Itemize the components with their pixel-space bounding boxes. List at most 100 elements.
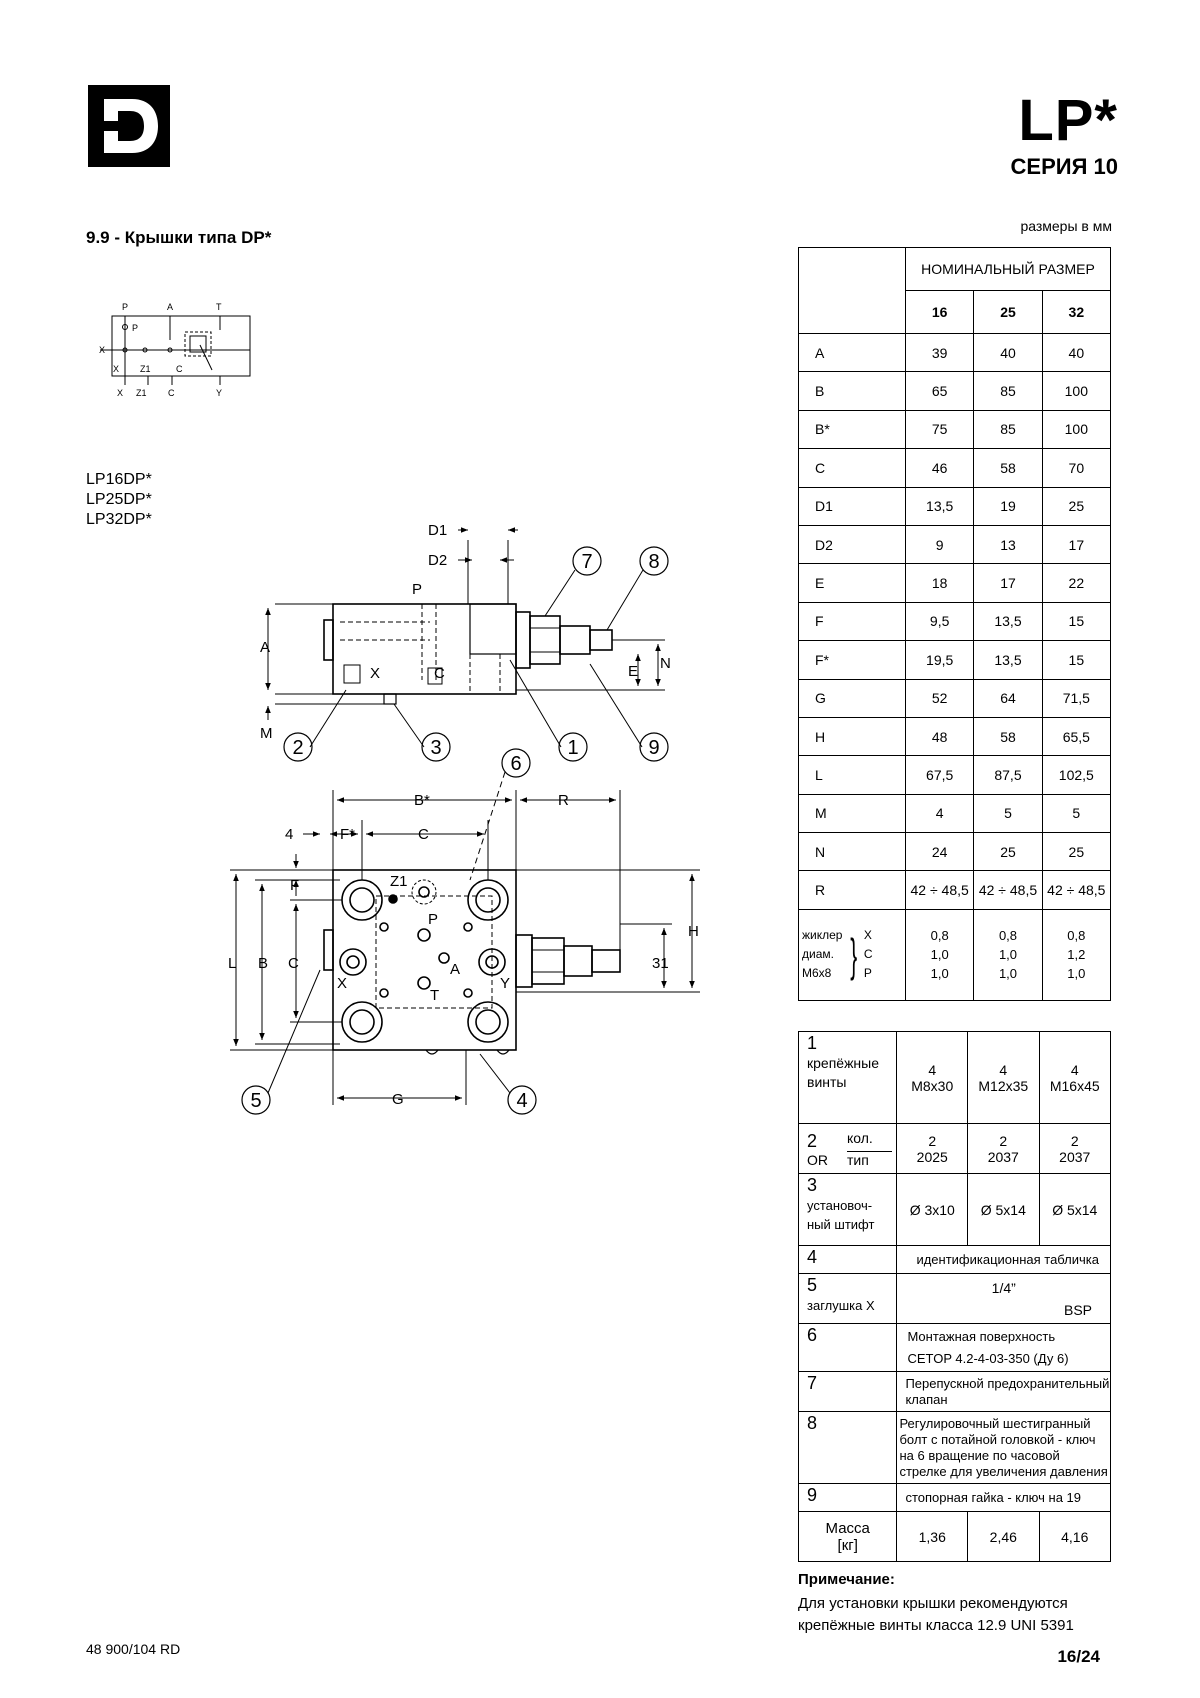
product-series: СЕРИЯ 10	[1010, 154, 1118, 179]
port-label: X	[337, 975, 347, 992]
hydraulic-schematic	[100, 315, 251, 385]
schematic-label: P	[122, 302, 128, 312]
dim-label: F	[290, 877, 299, 894]
dim-label: E	[628, 663, 638, 680]
table-corner	[798, 247, 906, 334]
size-header: 25	[973, 290, 1043, 334]
model-code: LP25DP*	[86, 491, 152, 508]
table-row: 9 стопорная гайка - ключ на 19	[797, 1483, 1111, 1512]
dim-label: G	[392, 1091, 404, 1108]
schematic-label: X	[113, 364, 119, 374]
callout-4: 4	[516, 1090, 527, 1112]
brace-symbol: }	[850, 928, 858, 981]
dim-label: C	[288, 955, 299, 972]
table-row: 8 Регулировочный шестигранный болт с пот…	[797, 1411, 1111, 1484]
table-row: 3 установоч- ный штифт Ø 3x10 Ø 5x14 Ø 5…	[797, 1173, 1112, 1246]
callout-2: 2	[292, 737, 303, 759]
port-label: A	[450, 961, 460, 978]
table-header: НОМИНАЛЬНЫЙ РАЗМЕР	[905, 247, 1111, 291]
orifice-port: C	[863, 947, 873, 962]
dim-label: R	[558, 792, 569, 809]
callout-8: 8	[648, 551, 659, 573]
dim-label: B	[258, 955, 268, 972]
units-note: размеры в мм	[1020, 218, 1112, 234]
dim-label: B*	[414, 792, 430, 809]
dim-label: 31	[652, 955, 669, 972]
model-list: LP16DP* LP25DP* LP32DP*	[86, 470, 152, 530]
model-code: LP32DP*	[86, 511, 152, 528]
port-label: Z1	[390, 873, 408, 890]
dim-label: D1	[428, 522, 447, 539]
dim-label: N	[660, 655, 671, 672]
schematic-label: Z1	[136, 388, 147, 398]
page-number: 16/24	[1057, 1647, 1100, 1666]
orifice-label: жиклер	[802, 928, 843, 943]
size-header: 16	[904, 290, 975, 334]
callout-5: 5	[250, 1090, 261, 1112]
plan-view	[323, 869, 621, 1055]
company-logo: D	[88, 85, 170, 167]
side-view	[323, 603, 613, 705]
dim-label: D2	[428, 552, 447, 569]
table-row: 1 крепёжные винты 4 M8x30 4 M12x35 4 M16…	[797, 1031, 1112, 1124]
schematic-label: C	[168, 388, 175, 398]
technical-drawing: P A T X P X Z1 C X Z1 C Y	[99, 302, 700, 1115]
callout-7: 7	[581, 551, 592, 573]
table-row: 5 заглушка X 1/4” BSP	[797, 1273, 1111, 1324]
dim-label: F*	[340, 826, 355, 843]
product-title: LP*	[1018, 88, 1118, 153]
dim-label: P	[412, 581, 422, 598]
table-row: 7 Перепускной предохранительный клапан	[797, 1371, 1111, 1412]
parts-table: 1 крепёжные винты 4 M8x30 4 M12x35 4 M16…	[797, 1031, 1112, 1562]
dim-label: C	[418, 826, 429, 843]
port-label: Y	[500, 975, 510, 992]
schematic-label: Z1	[140, 364, 151, 374]
schematic-label: Y	[216, 388, 222, 398]
dim-label: M	[260, 725, 273, 742]
orifice-port: X	[863, 928, 872, 943]
port-label: P	[428, 911, 438, 928]
schematic-label: T	[216, 302, 222, 312]
table-row: 6 Монтажная поверхность CETOP 4.2-4-03-3…	[797, 1323, 1111, 1372]
size-header: 32	[1041, 290, 1112, 334]
schematic-label: P	[132, 323, 138, 333]
orifice-label: диам.	[802, 947, 834, 962]
document-number: 48 900/104 RD	[86, 1641, 181, 1657]
dim-label: H	[688, 923, 699, 940]
section-title: 9.9 - Крышки типа DP*	[86, 228, 272, 247]
dim-label: C	[434, 665, 445, 682]
model-code: LP16DP*	[86, 471, 152, 488]
note-title: Примечание:	[798, 1571, 895, 1588]
orifice-label: M6x8	[802, 966, 832, 981]
callout-1: 1	[567, 737, 578, 759]
table-row: 4 идентификационная табличка	[797, 1245, 1111, 1274]
dim-label: L	[228, 955, 236, 972]
dim-label: 4	[285, 826, 293, 843]
callout-9: 9	[648, 737, 659, 759]
dim-label: A	[260, 639, 270, 656]
note-text: Для установки крышки рекомендуются крепё…	[798, 1595, 1074, 1634]
orifice-port: P	[863, 966, 872, 981]
callout-6: 6	[510, 753, 521, 775]
schematic-label: X	[117, 388, 123, 398]
schematic-label: X	[99, 345, 105, 355]
port-label: T	[430, 987, 439, 1004]
